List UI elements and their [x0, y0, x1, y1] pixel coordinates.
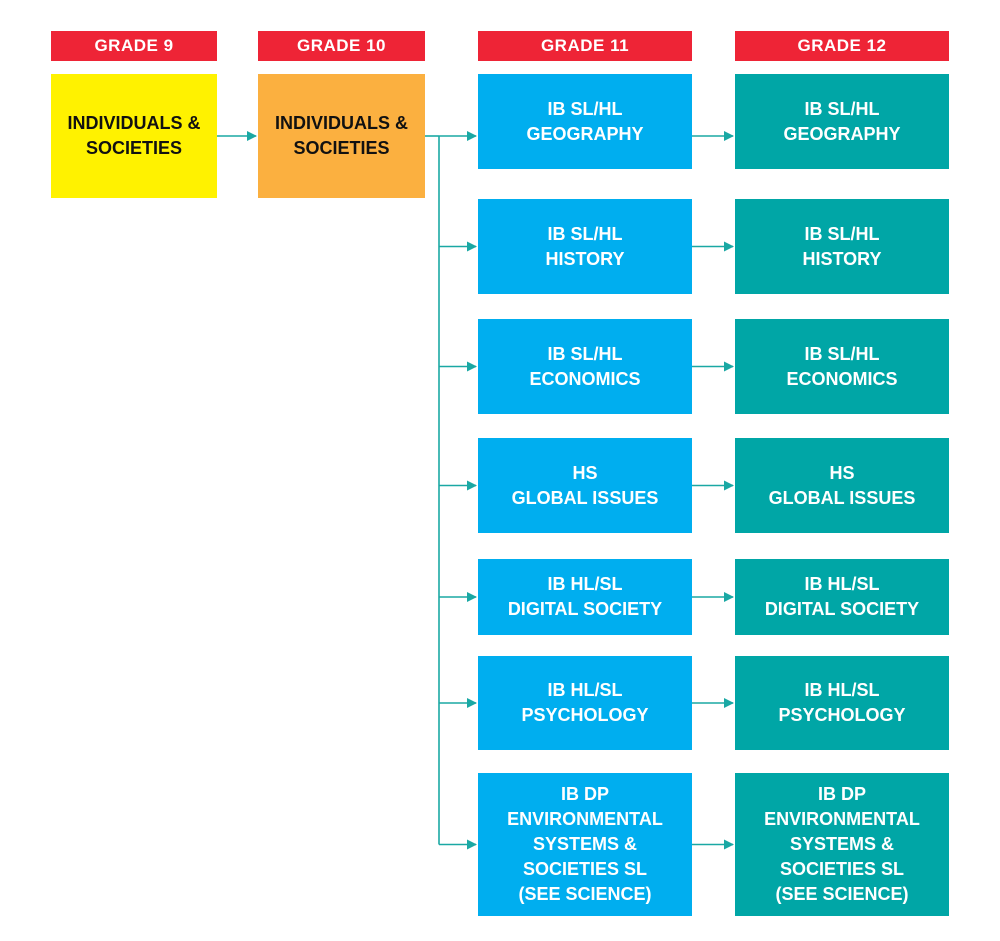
- header-grade-12: GRADE 12: [735, 31, 949, 61]
- course-line: IB SL/HL: [547, 98, 623, 119]
- course-line: IB SL/HL: [547, 343, 623, 364]
- course-line: SYSTEMS &: [789, 834, 895, 854]
- course-line: IB HL/SL: [547, 574, 623, 594]
- grade11-economics-box: IB SL/HL ECONOMICS: [478, 319, 692, 414]
- course-line: DIGITAL SOCIETY: [764, 599, 920, 619]
- course-line: IB HL/SL: [547, 680, 623, 700]
- course-line: HS: [572, 462, 598, 483]
- grade10-individuals-societies-box: INDIVIDUALS & SOCIETIES: [258, 74, 425, 198]
- grade12-environmental-systems-box: IB DP ENVIRONMENTAL SYSTEMS & SOCIETIES SL (…: [735, 773, 949, 916]
- grade11-digital-society-box: IB HL/SL DIGITAL SOCIETY: [478, 559, 692, 635]
- header-grade-9: GRADE 9: [51, 31, 217, 61]
- course-line: GLOBAL ISSUES: [768, 487, 916, 508]
- header-grade-10: GRADE 10: [258, 31, 425, 61]
- grade12-psychology-box: IB HL/SL PSYCHOLOGY: [735, 656, 949, 750]
- grade12-history-box: IB SL/HL HISTORY: [735, 199, 949, 294]
- course-line: DIGITAL SOCIETY: [507, 599, 663, 619]
- grade9-box-line: SOCIETIES: [85, 138, 183, 158]
- course-line: HS: [829, 462, 855, 483]
- grade11-environmental-systems-box: IB DP ENVIRONMENTAL SYSTEMS & SOCIETIES SL (…: [478, 773, 692, 916]
- course-line: IB DP: [817, 784, 866, 804]
- course-line: IB SL/HL: [804, 98, 880, 119]
- course-line: HISTORY: [802, 248, 882, 269]
- grade9-individuals-societies-box: INDIVIDUALS & SOCIETIES: [51, 74, 217, 198]
- course-line: SOCIETIES SL: [522, 859, 648, 879]
- course-line: SYSTEMS &: [532, 834, 638, 854]
- grade11-global-issues-box: HS GLOBAL ISSUES: [478, 438, 692, 533]
- course-line: (SEE SCIENCE): [775, 884, 909, 904]
- grade12-digital-society-box: IB HL/SL DIGITAL SOCIETY: [735, 559, 949, 635]
- course-line: ECONOMICS: [786, 368, 898, 389]
- grade9-box-line: INDIVIDUALS &: [67, 113, 201, 133]
- course-line: GEOGRAPHY: [783, 123, 901, 144]
- grade11-history-box: IB SL/HL HISTORY: [478, 199, 692, 294]
- course-line: IB HL/SL: [804, 680, 880, 700]
- course-line: PSYCHOLOGY: [521, 705, 649, 725]
- grade10-box-line: SOCIETIES: [293, 138, 390, 158]
- course-line: ENVIRONMENTAL: [507, 809, 663, 829]
- grade12-economics-box: IB SL/HL ECONOMICS: [735, 319, 949, 414]
- course-line: (SEE SCIENCE): [518, 884, 652, 904]
- grade11-geography-box: IB SL/HL GEOGRAPHY: [478, 74, 692, 169]
- course-line: GLOBAL ISSUES: [511, 487, 659, 508]
- course-line: IB SL/HL: [804, 223, 880, 244]
- course-line: GEOGRAPHY: [526, 123, 644, 144]
- course-line: ENVIRONMENTAL: [764, 809, 920, 829]
- grade12-geography-box: IB SL/HL GEOGRAPHY: [735, 74, 949, 169]
- course-line: ECONOMICS: [529, 368, 641, 389]
- header-grade-11: GRADE 11: [478, 31, 692, 61]
- grade10-box-line: INDIVIDUALS &: [274, 113, 408, 133]
- grade12-global-issues-box: HS GLOBAL ISSUES: [735, 438, 949, 533]
- course-line: SOCIETIES SL: [779, 859, 905, 879]
- course-line: IB HL/SL: [804, 574, 880, 594]
- course-line: PSYCHOLOGY: [778, 705, 906, 725]
- course-line: HISTORY: [545, 248, 625, 269]
- course-line: IB SL/HL: [547, 223, 623, 244]
- course-line: IB DP: [560, 784, 609, 804]
- grade11-psychology-box: IB HL/SL PSYCHOLOGY: [478, 656, 692, 750]
- course-line: IB SL/HL: [804, 343, 880, 364]
